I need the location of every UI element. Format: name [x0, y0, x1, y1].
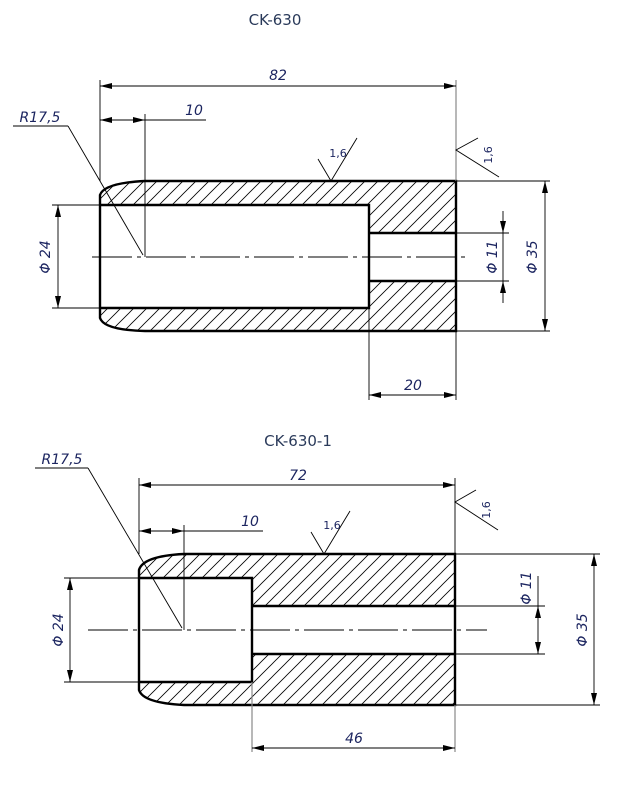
svg-text:10: 10: [185, 103, 203, 119]
section-hatch-top: [139, 554, 455, 606]
dimension-hole-length: 46: [251, 682, 456, 752]
drawing-title: CK-630-1: [264, 432, 332, 450]
roughness-symbol-top: 1,6: [317, 137, 358, 182]
svg-text:Φ 24: Φ 24: [38, 240, 54, 273]
svg-text:46: 46: [345, 731, 363, 747]
svg-text:R17,5: R17,5: [42, 452, 83, 468]
part-outline: [98, 179, 458, 333]
roughness-symbol-right: 1,6: [454, 489, 499, 531]
svg-text:20: 20: [404, 378, 422, 394]
svg-text:1,6: 1,6: [323, 519, 341, 532]
dimension-hole-length: 20: [368, 308, 457, 400]
svg-text:1,6: 1,6: [329, 147, 347, 160]
roughness-symbol-top: 1,6: [310, 510, 351, 555]
dimension-hole-diameter: Φ 11: [456, 211, 509, 303]
roughness-symbol-right: 1,6: [455, 137, 500, 178]
svg-text:Φ 35: Φ 35: [575, 613, 591, 646]
svg-text:82: 82: [269, 68, 287, 84]
dimension-chamfer-length: 10: [139, 514, 263, 630]
drawing-ck-630-1: CK-630-1 72 10 R17,5: [35, 432, 600, 752]
svg-text:Φ 24: Φ 24: [51, 613, 67, 646]
svg-text:R17,5: R17,5: [20, 110, 61, 126]
section-hatch-top: [100, 181, 456, 233]
drawing-ck-630: CK-630 82 10 R17,5: [13, 11, 550, 400]
dimension-chamfer-length: 10: [100, 103, 206, 257]
svg-text:Φ 11: Φ 11: [485, 240, 501, 273]
drawing-title: CK-630: [249, 11, 302, 29]
svg-text:1,6: 1,6: [480, 501, 493, 519]
svg-text:10: 10: [241, 514, 259, 530]
svg-text:72: 72: [289, 468, 307, 484]
section-hatch-bottom: [139, 654, 455, 705]
dimension-radius: R17,5: [13, 110, 144, 256]
svg-text:1,6: 1,6: [482, 146, 495, 164]
svg-text:Φ 11: Φ 11: [519, 571, 535, 604]
dimension-outer-diameter: Φ 35: [455, 553, 600, 706]
dimension-outer-diameter: Φ 35: [456, 180, 550, 332]
dimension-length: 82: [99, 68, 457, 181]
svg-text:Φ 35: Φ 35: [525, 240, 541, 273]
dimension-bore-diameter: Φ 24: [38, 204, 100, 309]
dimension-bore-diameter: Φ 24: [51, 577, 139, 683]
dimension-hole-diameter: Φ 11: [455, 571, 545, 655]
section-hatch-bottom: [100, 281, 456, 331]
dimension-length: 72: [138, 468, 456, 554]
dimension-radius: R17,5: [35, 452, 183, 629]
